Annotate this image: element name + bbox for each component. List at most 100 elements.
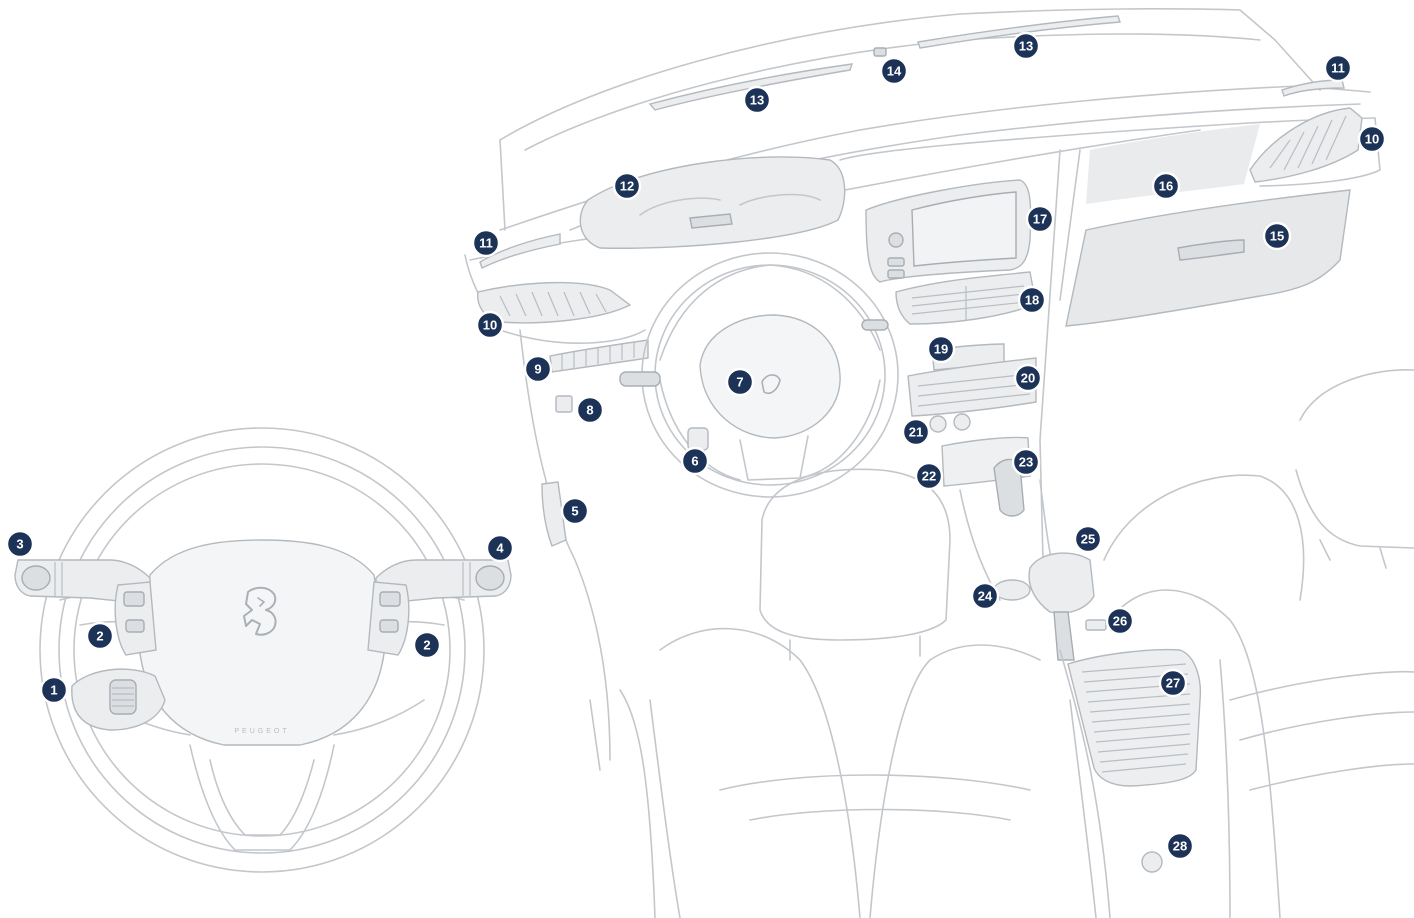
gear-lever-boot[interactable] xyxy=(993,458,1025,517)
callout-26[interactable]: 26 xyxy=(1105,606,1135,636)
svg-text:1: 1 xyxy=(50,683,57,698)
airbag-pad xyxy=(138,539,386,746)
svg-text:28: 28 xyxy=(1173,839,1187,854)
svg-text:26: 26 xyxy=(1113,614,1127,629)
svg-text:24: 24 xyxy=(978,589,993,604)
callout-2-right[interactable]: 2 xyxy=(412,630,442,660)
svg-text:18: 18 xyxy=(1025,293,1039,308)
switch-panel[interactable] xyxy=(549,339,649,373)
callout-7[interactable]: 7 xyxy=(725,367,755,397)
callout-27[interactable]: 27 xyxy=(1158,668,1188,698)
svg-text:17: 17 xyxy=(1033,212,1047,227)
svg-text:22: 22 xyxy=(922,469,936,484)
dashboard-steering-wheel xyxy=(619,252,899,498)
callout-25[interactable]: 25 xyxy=(1073,524,1103,554)
mirror-control[interactable] xyxy=(555,395,573,413)
ignition-switch[interactable] xyxy=(687,427,709,451)
svg-text:14: 14 xyxy=(887,64,902,79)
svg-text:5: 5 xyxy=(571,504,578,519)
callout-2-left[interactable]: 2 xyxy=(85,621,115,651)
callout-23[interactable]: 23 xyxy=(1011,447,1041,477)
callout-20[interactable]: 20 xyxy=(1013,363,1043,393)
screen-display[interactable] xyxy=(911,191,1017,267)
svg-text:11: 11 xyxy=(1331,61,1345,76)
callout-12[interactable]: 12 xyxy=(612,171,642,201)
svg-text:8: 8 xyxy=(586,403,593,418)
passenger-airbag-zone xyxy=(1086,124,1260,204)
callout-10-right[interactable]: 10 xyxy=(1357,124,1387,154)
callout-4[interactable]: 4 xyxy=(485,533,515,563)
side-demist-vent-right xyxy=(1281,79,1345,97)
svg-text:10: 10 xyxy=(483,318,497,333)
callout-13-left[interactable]: 13 xyxy=(742,85,772,115)
callout-1[interactable]: 1 xyxy=(39,675,69,705)
callout-6[interactable]: 6 xyxy=(680,446,710,476)
svg-text:2: 2 xyxy=(96,629,103,644)
driver-airbag xyxy=(699,314,841,439)
glovebox[interactable] xyxy=(1065,189,1351,327)
callout-28[interactable]: 28 xyxy=(1165,831,1195,861)
svg-text:12: 12 xyxy=(620,179,634,194)
climate-controls[interactable] xyxy=(907,357,1037,417)
demist-vent-left xyxy=(648,63,854,111)
socket-12v[interactable] xyxy=(929,415,947,433)
cup-holder[interactable] xyxy=(993,579,1031,601)
instrument-panel xyxy=(579,156,846,249)
callout-14[interactable]: 14 xyxy=(879,56,909,86)
callout-22[interactable]: 22 xyxy=(914,461,944,491)
vent-slats-left xyxy=(499,291,607,317)
lion-logo xyxy=(243,586,277,636)
svg-text:2: 2 xyxy=(423,638,430,653)
svg-text:25: 25 xyxy=(1081,532,1095,547)
callout-8[interactable]: 8 xyxy=(575,395,605,425)
brand-wordmark: PEUGEOT xyxy=(234,728,289,735)
callout-13-right[interactable]: 13 xyxy=(1011,31,1041,61)
svg-text:16: 16 xyxy=(1159,179,1173,194)
svg-text:3: 3 xyxy=(16,537,23,552)
svg-text:4: 4 xyxy=(496,541,504,556)
passenger-seat xyxy=(1103,368,1414,918)
callout-18[interactable]: 18 xyxy=(1017,285,1047,315)
svg-text:15: 15 xyxy=(1270,229,1284,244)
rear-socket[interactable] xyxy=(1141,851,1163,873)
svg-text:23: 23 xyxy=(1019,455,1033,470)
callouts: 1 2 2 3 4 5 6 7 8 9 10 10 11 11 12 13 13… xyxy=(5,31,1387,861)
air-vent-right[interactable] xyxy=(1249,107,1363,183)
switch-panel-buttons xyxy=(561,342,635,370)
armrest-storage[interactable] xyxy=(1067,648,1202,787)
callout-15[interactable]: 15 xyxy=(1262,221,1292,251)
svg-text:9: 9 xyxy=(534,362,541,377)
callout-10-left[interactable]: 10 xyxy=(475,310,505,340)
callout-16[interactable]: 16 xyxy=(1151,171,1181,201)
vent-slats-right xyxy=(1269,115,1347,171)
svg-text:27: 27 xyxy=(1166,676,1180,691)
callout-17[interactable]: 17 xyxy=(1025,204,1055,234)
svg-text:19: 19 xyxy=(934,342,948,357)
callout-3[interactable]: 3 xyxy=(5,529,35,559)
glovebox-handle[interactable] xyxy=(1177,239,1245,261)
callout-9[interactable]: 9 xyxy=(523,354,553,384)
svg-text:21: 21 xyxy=(909,425,923,440)
callout-21[interactable]: 21 xyxy=(901,417,931,447)
svg-text:10: 10 xyxy=(1365,132,1379,147)
usb-port[interactable] xyxy=(953,413,971,431)
svg-text:6: 6 xyxy=(691,454,698,469)
callout-11-left[interactable]: 11 xyxy=(471,228,501,258)
svg-text:11: 11 xyxy=(479,236,493,251)
svg-text:7: 7 xyxy=(736,375,743,390)
callout-19[interactable]: 19 xyxy=(926,334,956,364)
aux-socket[interactable] xyxy=(1085,619,1107,631)
bonnet-release[interactable] xyxy=(541,481,567,547)
svg-text:20: 20 xyxy=(1021,371,1035,386)
armrest-ribs xyxy=(1081,663,1191,773)
svg-text:13: 13 xyxy=(750,93,764,108)
callout-24[interactable]: 24 xyxy=(970,581,1000,611)
central-vent-slats xyxy=(911,285,1027,320)
side-demist-vent-left xyxy=(479,233,561,269)
callout-11-right[interactable]: 11 xyxy=(1323,53,1353,83)
driver-seat xyxy=(619,468,1097,918)
parking-brake[interactable] xyxy=(1028,552,1095,614)
steering-wheel-closeup: PEUGEOT xyxy=(14,427,512,873)
callout-5[interactable]: 5 xyxy=(560,496,590,526)
